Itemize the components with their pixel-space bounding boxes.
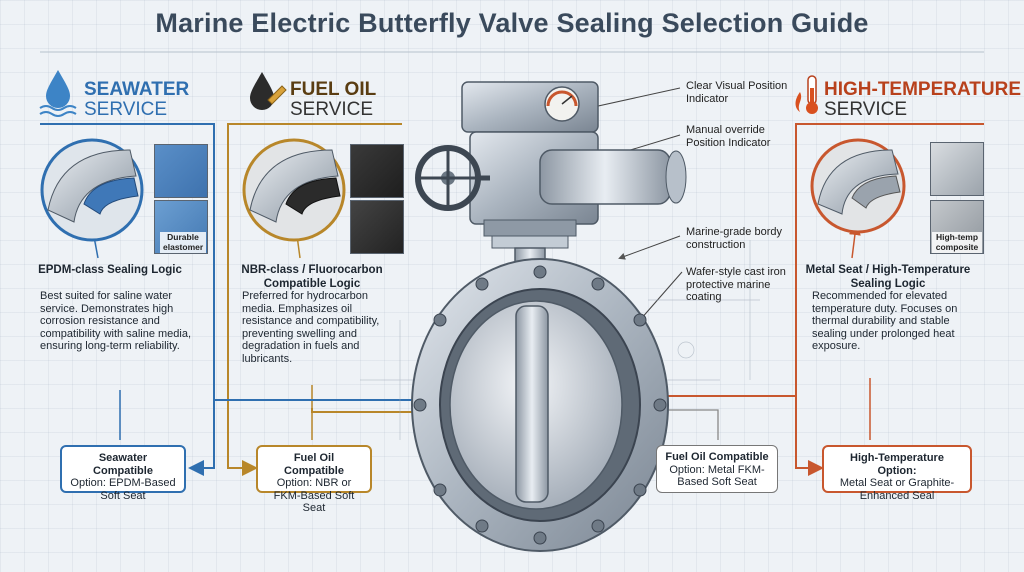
fuel-frame-line: [227, 123, 402, 476]
callout-position-indicator: Clear Visual Position Indicator: [686, 80, 788, 105]
fuel-seal-detail: [242, 138, 346, 242]
flange-bolt-holes: [413, 265, 667, 545]
seawater-swatch-top: [154, 144, 208, 198]
callout-marine-coating: Wafer-style cast iron protective marine …: [686, 266, 786, 303]
position-indicator-gauge: [544, 86, 580, 122]
hightemp-seal-detail: [810, 138, 906, 234]
hightemp-description: Recommended for elevated temperature dut…: [812, 290, 958, 352]
callout-manual-override: Manual override Position Indicator: [686, 124, 771, 149]
valve-body: [411, 258, 669, 552]
hightemp-option-box: High-Temperature Option:Metal Seat or Gr…: [822, 445, 972, 502]
hightemp-frame-line: [795, 123, 984, 476]
seawater-description: Best suited for saline water service. De…: [40, 290, 192, 352]
fuel-swatch-top: [350, 144, 404, 198]
fuel-swatch-bottom: [350, 200, 404, 254]
fuel-description: Preferred for hydrocarbon media. Emphasi…: [242, 290, 380, 365]
seawater-subtitle: EPDM-class Sealing Logic: [38, 264, 182, 276]
seawater-frame-line: [40, 123, 215, 476]
hightemp-swatch-top: [930, 142, 984, 196]
handwheel: [415, 145, 490, 211]
page-title: Marine Electric Butterfly Valve Sealing …: [155, 8, 869, 38]
callout-body-construction: Marine-grade bordy construction: [686, 226, 782, 251]
actuator: [461, 81, 687, 249]
seawater-seal-detail: [40, 138, 144, 242]
